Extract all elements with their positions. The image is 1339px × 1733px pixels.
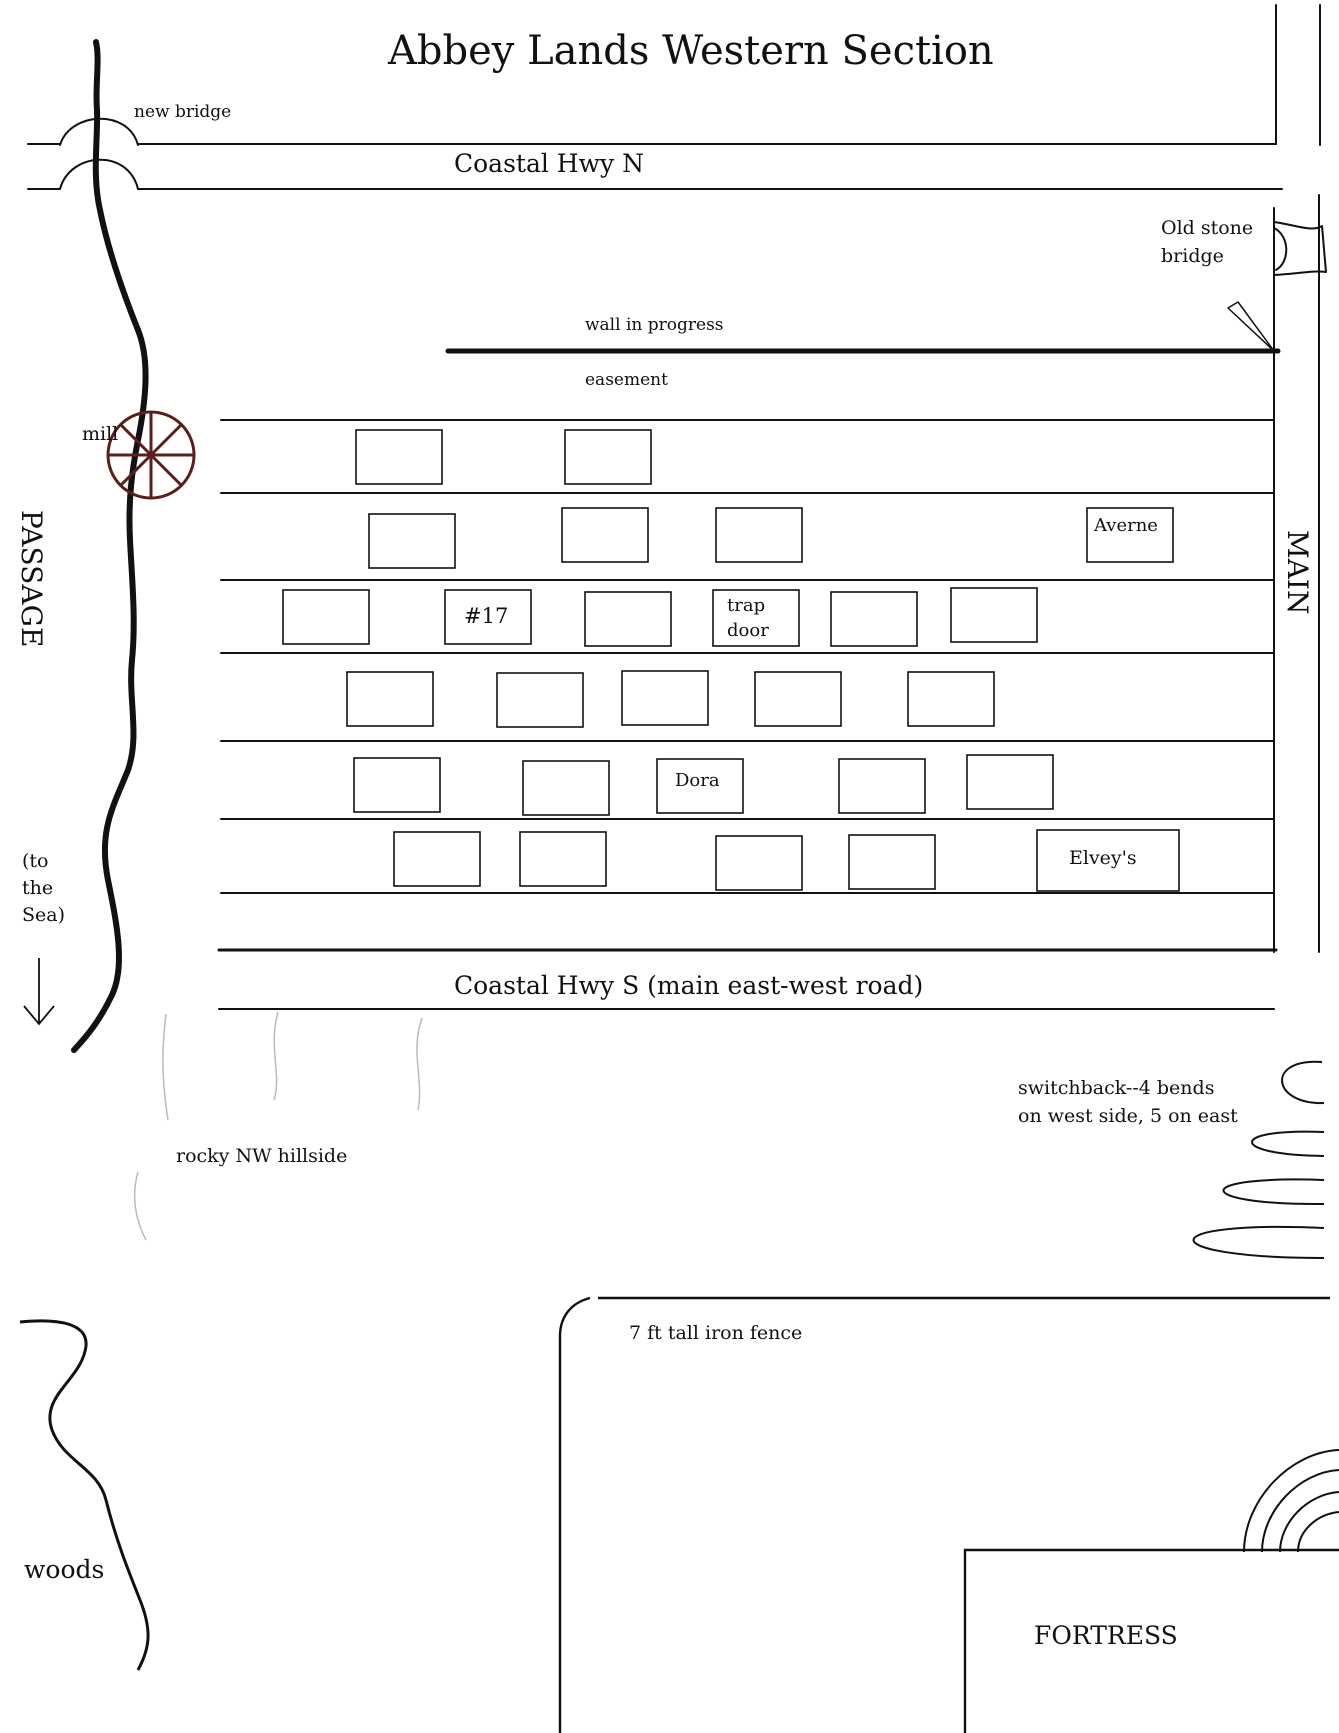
main-road-label: MAIN (1281, 530, 1314, 615)
house-elveys-label: Elvey's (1069, 847, 1137, 869)
house-averne-label: Averne (1094, 515, 1158, 536)
house (561, 507, 649, 563)
house (346, 671, 434, 727)
house (353, 757, 441, 813)
passage-label: PASSAGE (15, 510, 48, 648)
switchback-bends (1192, 1060, 1325, 1259)
switchback-label-1: switchback--4 bends (1018, 1077, 1215, 1099)
new-bridge-label: new bridge (134, 102, 232, 122)
house-dora (656, 758, 744, 814)
passage-river (71, 39, 149, 1053)
house-17 (444, 589, 532, 645)
old-stone-bridge-label-1: Old stone (1161, 217, 1254, 239)
house (496, 672, 584, 728)
mill-label: mill (82, 423, 119, 445)
old-stone-bridge-shape (1273, 221, 1327, 276)
house-trap-door (712, 589, 800, 647)
to-sea-label-2: the (22, 877, 54, 899)
house (355, 429, 443, 485)
house (848, 834, 936, 890)
woods-creek (19, 1319, 150, 1671)
trap-door-label-2: door (727, 620, 769, 641)
easement-label: easement (585, 370, 668, 390)
coastal-hwy-s-label: Coastal Hwy S (main east-west road) (454, 971, 924, 1000)
switchback-label-2: on west side, 5 on east (1018, 1105, 1238, 1127)
house (715, 835, 803, 891)
coastal-hwy-n-label: Coastal Hwy N (454, 149, 644, 178)
wall-label: wall in progress (585, 315, 724, 335)
house (393, 831, 481, 887)
house (522, 760, 610, 816)
new-bridge-arc-bottom (59, 158, 139, 190)
fortress-walls (963, 1548, 1339, 1733)
house (907, 671, 995, 727)
house (838, 758, 926, 814)
gate-marker (1227, 301, 1275, 352)
house (830, 591, 918, 647)
house (966, 754, 1054, 810)
house (368, 513, 456, 569)
house (584, 591, 672, 647)
to-sea-arrow (23, 958, 55, 1026)
house (754, 671, 842, 727)
to-sea-label-3: Sea) (22, 904, 66, 926)
fortress-tower (1243, 1449, 1339, 1553)
houses (282, 429, 1180, 892)
old-stone-bridge-label-2: bridge (1161, 245, 1224, 267)
house-averne (1086, 507, 1174, 563)
iron-fence-label: 7 ft tall iron fence (629, 1322, 803, 1344)
iron-fence (558, 1296, 1330, 1733)
new-bridge-arc-top (59, 117, 139, 146)
house (715, 507, 803, 563)
house (621, 670, 709, 726)
house (564, 429, 652, 485)
house (950, 587, 1038, 643)
woods-label: woods (24, 1555, 105, 1584)
house-dora-label: Dora (675, 770, 720, 791)
map-title: Abbey Lands Western Section (388, 28, 994, 74)
mill-wheel (106, 410, 196, 500)
to-sea-label-1: (to (22, 850, 49, 872)
hillside-label: rocky NW hillside (176, 1145, 348, 1167)
house (519, 831, 607, 887)
house (282, 589, 370, 645)
house-elveys (1036, 829, 1180, 892)
fortress-label: FORTRESS (1034, 1621, 1178, 1650)
hillside-sketch (133, 1011, 423, 1241)
house-17-label: #17 (464, 604, 509, 628)
trap-door-label-1: trap (727, 595, 766, 616)
